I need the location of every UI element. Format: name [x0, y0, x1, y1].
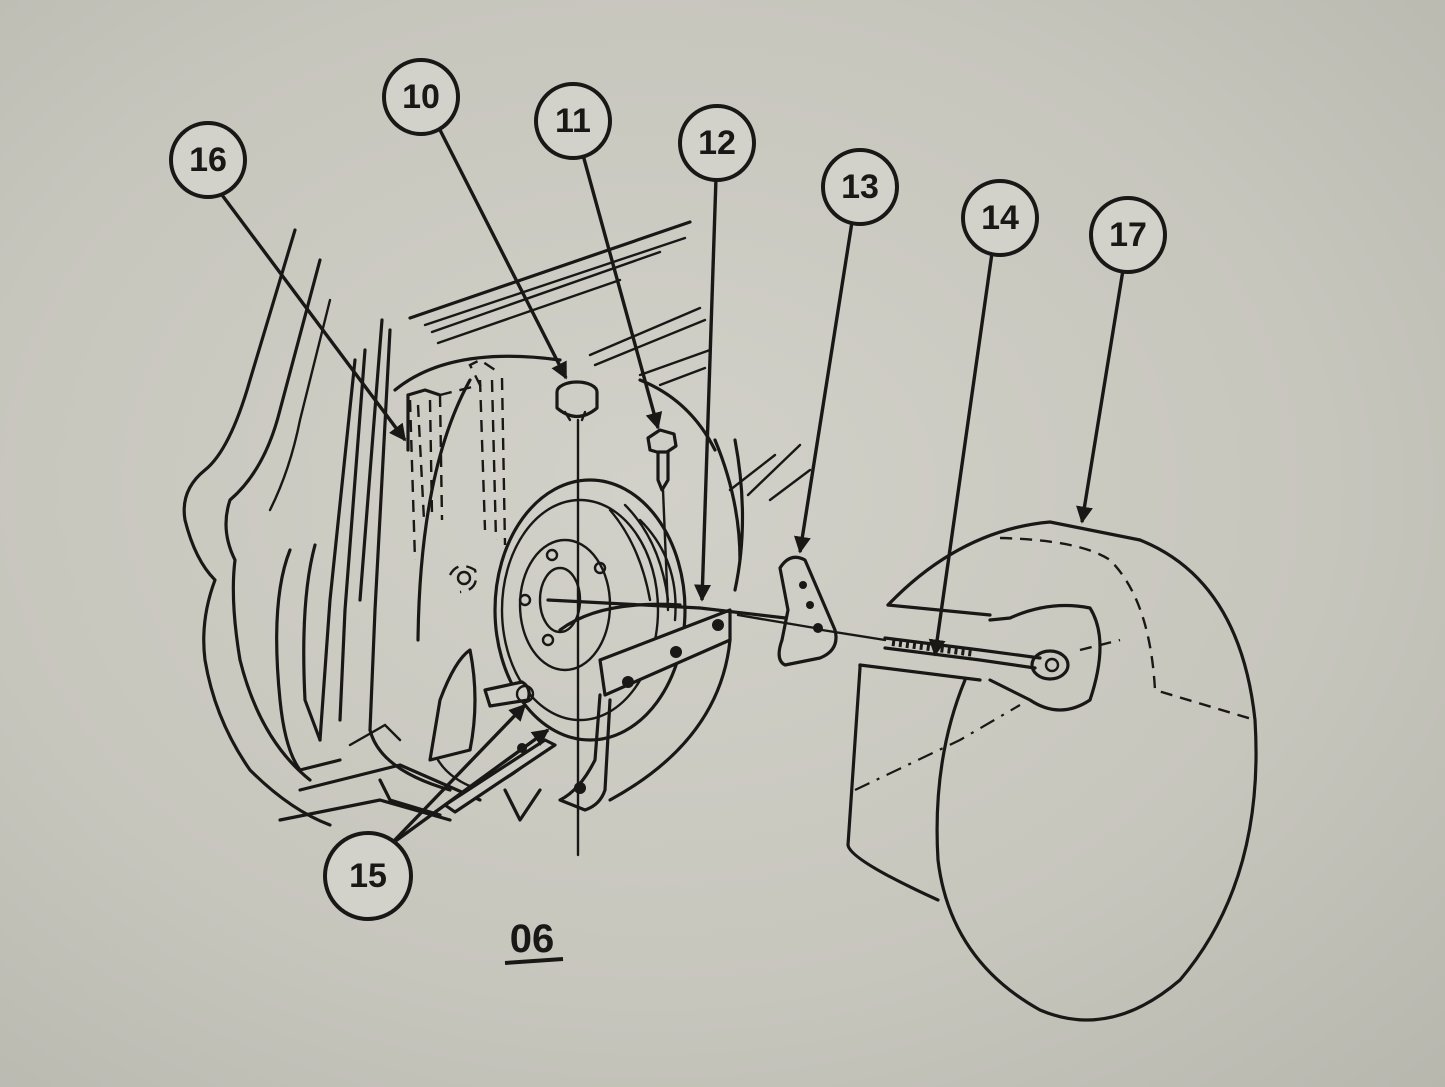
callout-12-label: 12	[698, 124, 736, 162]
callout-14: 14	[961, 179, 1039, 257]
leader-lines	[220, 129, 1125, 847]
callout-15-label: 15	[349, 857, 387, 895]
callout-16-label: 16	[189, 141, 227, 179]
wheel-well	[393, 354, 745, 642]
callout-15: 15	[323, 831, 413, 921]
mounting-bracket-12	[546, 598, 822, 812]
callout-14-label: 14	[981, 199, 1019, 237]
wheel-rim	[428, 478, 687, 792]
callout-12: 12	[678, 104, 756, 182]
bolt-11	[646, 428, 678, 612]
floor-panel-lines	[408, 220, 812, 502]
callout-13-label: 13	[841, 168, 879, 206]
threaded-rod-14	[820, 628, 1070, 681]
callout-17-label: 17	[1109, 216, 1147, 254]
retainer-plate-13	[736, 555, 838, 667]
bumper-stop-10	[555, 380, 599, 857]
callout-11: 11	[534, 82, 612, 160]
callout-10: 10	[382, 58, 460, 136]
figure-label: 06	[504, 917, 564, 965]
callout-17: 17	[1089, 196, 1167, 274]
callout-16: 16	[169, 121, 247, 199]
callout-11-label: 11	[555, 102, 591, 140]
figure-label-underline	[504, 957, 564, 965]
tire-cover-17	[846, 520, 1258, 1022]
callout-10-label: 10	[402, 78, 440, 116]
figure-number: 06	[510, 917, 555, 961]
callout-13: 13	[821, 148, 899, 226]
